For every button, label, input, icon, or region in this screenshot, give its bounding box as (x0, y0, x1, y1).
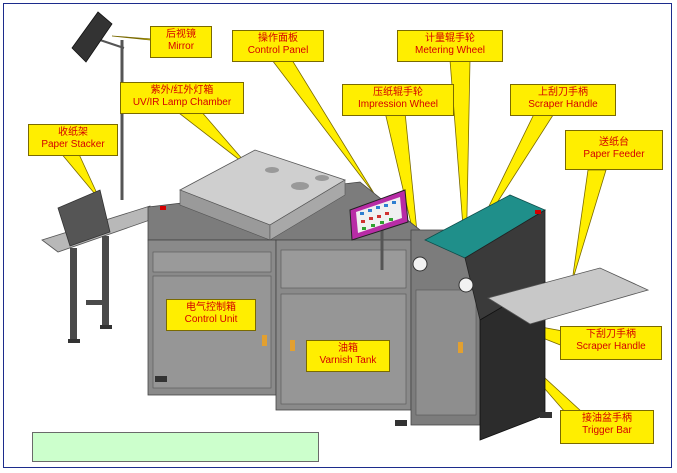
main-body (147, 149, 552, 441)
label-trigger-bar-en: Trigger Bar (582, 425, 632, 436)
label-impression-wheel-en: Impression Wheel (357, 99, 439, 110)
label-paper-stacker-en: Paper Stacker (41, 139, 105, 150)
label-trigger-bar-zh: 接油盆手柄 (582, 413, 632, 424)
label-uv-ir-lamp-en: UV/IR Lamp Chamber (132, 97, 232, 108)
label-paper-feeder-en: Paper Feeder (583, 149, 645, 160)
callout-control-panel: 操作面板 Control Panel (232, 30, 324, 62)
callout-mirror: 后视镜 Mirror (150, 26, 212, 58)
mirror-assembly (71, 11, 125, 200)
label-metering-wheel-zh: 计量辊手轮 (425, 33, 475, 44)
callout-control-unit: 电气控制箱 Control Unit (166, 299, 256, 331)
label-scraper-lower-en: Scraper Handle (576, 341, 646, 352)
callout-trigger-bar: 接油盆手柄 Trigger Bar (560, 410, 654, 444)
label-mirror-zh: 后视镜 (166, 29, 196, 40)
callout-scraper-handle-lower: 下刮刀手柄 Scraper Handle (560, 326, 662, 360)
paper-stacker-assembly (41, 189, 151, 343)
label-metering-wheel-en: Metering Wheel (414, 45, 486, 56)
label-scraper-lower-zh: 下刮刀手柄 (586, 329, 636, 340)
callout-paper-feeder: 送纸台 Paper Feeder (565, 130, 663, 170)
label-control-panel-en: Control Panel (247, 45, 309, 56)
outer-frame (3, 3, 672, 468)
label-control-panel-zh: 操作面板 (258, 33, 298, 44)
paper-feeder-assembly (487, 267, 650, 325)
label-mirror-en: Mirror (167, 41, 195, 52)
callout-scraper-handle-upper: 上刮刀手柄 Scraper Handle (510, 84, 616, 116)
label-scraper-upper-zh: 上刮刀手柄 (538, 87, 588, 98)
callout-impression-wheel: 压纸辊手轮 Impression Wheel (342, 84, 454, 116)
control-panel-assembly (349, 189, 409, 270)
label-paper-stacker-zh: 收纸架 (58, 127, 88, 138)
label-uv-ir-lamp-zh: 紫外/红外灯箱 (150, 85, 214, 96)
legend-box (32, 432, 319, 462)
label-impression-wheel-zh: 压纸辊手轮 (373, 87, 423, 98)
label-paper-feeder-zh: 送纸台 (599, 137, 629, 148)
callout-varnish-tank: 油箱 Varnish Tank (306, 340, 390, 372)
callout-metering-wheel: 计量辊手轮 Metering Wheel (397, 30, 503, 62)
label-scraper-upper-en: Scraper Handle (528, 99, 598, 110)
callout-uv-ir-lamp: 紫外/红外灯箱 UV/IR Lamp Chamber (120, 82, 244, 114)
label-varnish-tank-zh: 油箱 (338, 343, 358, 354)
label-varnish-tank-en: Varnish Tank (319, 355, 377, 366)
callout-paper-stacker: 收纸架 Paper Stacker (28, 124, 118, 156)
pointer-paper-feeder (571, 169, 607, 283)
label-control-unit-zh: 电气控制箱 (186, 302, 236, 313)
label-control-unit-en: Control Unit (184, 314, 238, 325)
